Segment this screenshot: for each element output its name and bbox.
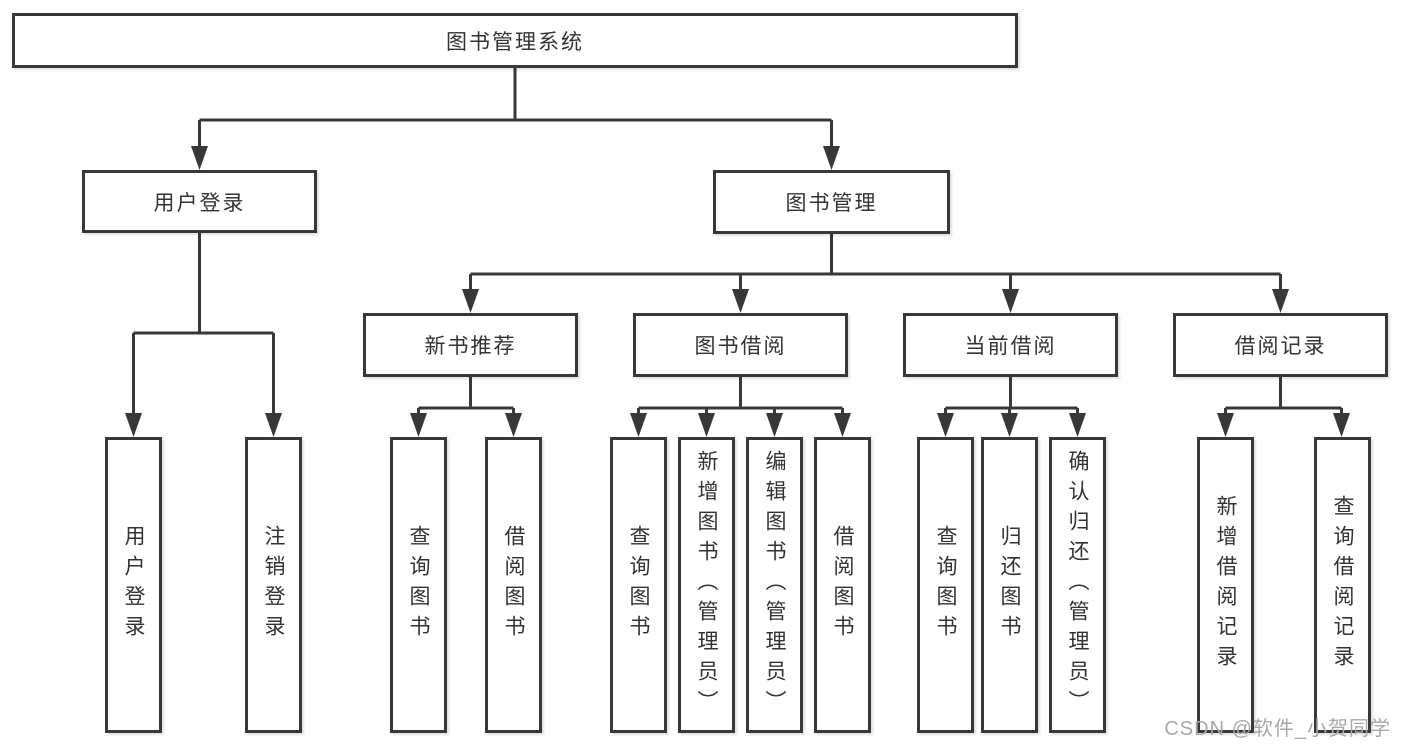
leaf-borrow-book-label: 借阅图书 bbox=[831, 525, 854, 645]
connector-user-login-to-leaves bbox=[125, 233, 282, 437]
leaf-add-borrow-record: 新增借阅记录 bbox=[1197, 437, 1254, 733]
leaf-return-book: 归还图书 bbox=[981, 437, 1038, 733]
node-borrow-records: 借阅记录 bbox=[1173, 313, 1388, 377]
leaf-confirm-return-admin-label: 确认归还（管理员） bbox=[1066, 450, 1089, 720]
leaf-confirm-return-admin: 确认归还（管理员） bbox=[1049, 437, 1106, 733]
node-user-login: 用户登录 bbox=[82, 170, 317, 233]
leaf-query-borrow-record-label: 查询借阅记录 bbox=[1331, 495, 1354, 675]
leaf-query-book-borrow-label: 查询图书 bbox=[627, 525, 650, 645]
leaf-borrow-book-recommend: 借阅图书 bbox=[485, 437, 542, 733]
leaf-borrow-book-recommend-label: 借阅图书 bbox=[502, 525, 525, 645]
connector-bor-records-to-leaves bbox=[1217, 377, 1350, 437]
node-book-management: 图书管理 bbox=[713, 170, 950, 234]
leaf-logout-login-label: 注销登录 bbox=[262, 525, 285, 645]
leaf-query-book-recommend: 查询图书 bbox=[390, 437, 447, 733]
leaf-query-borrow-record: 查询借阅记录 bbox=[1314, 437, 1371, 733]
node-book-borrow: 图书借阅 bbox=[633, 313, 848, 377]
node-library-system-label: 图书管理系统 bbox=[446, 30, 584, 54]
leaf-return-book-label: 归还图书 bbox=[998, 525, 1021, 645]
leaf-borrow-book: 借阅图书 bbox=[814, 437, 871, 733]
leaf-user-login: 用户登录 bbox=[105, 437, 162, 733]
node-user-login-label: 用户登录 bbox=[153, 191, 246, 215]
leaf-query-book-current-label: 查询图书 bbox=[934, 525, 957, 645]
leaf-query-book-recommend-label: 查询图书 bbox=[407, 525, 430, 645]
leaf-query-book-borrow: 查询图书 bbox=[610, 437, 667, 733]
leaf-edit-book-admin-label: 编辑图书（管理员） bbox=[763, 450, 786, 720]
csdn-watermark: CSDN @软件_小贺同学 bbox=[1164, 718, 1391, 740]
node-book-borrow-label: 图书借阅 bbox=[694, 335, 787, 358]
leaf-logout-login: 注销登录 bbox=[245, 437, 302, 733]
leaf-query-book-current: 查询图书 bbox=[917, 437, 974, 733]
node-current-borrow: 当前借阅 bbox=[903, 313, 1118, 377]
connector-root-to-level2 bbox=[191, 68, 840, 170]
leaf-add-book-admin-label: 新增图书（管理员） bbox=[695, 450, 718, 720]
leaf-add-borrow-record-label: 新增借阅记录 bbox=[1214, 495, 1237, 675]
node-new-book-recommend: 新书推荐 bbox=[363, 313, 578, 377]
node-borrow-records-label: 借阅记录 bbox=[1234, 335, 1327, 358]
connector-book-mgmt-to-level3 bbox=[462, 234, 1289, 313]
leaf-add-book-admin: 新增图书（管理员） bbox=[678, 437, 735, 733]
node-book-management-label: 图书管理 bbox=[785, 192, 878, 215]
connector-cur-borrow-to-leaves bbox=[937, 377, 1086, 437]
leaf-user-login-label: 用户登录 bbox=[122, 525, 145, 645]
node-new-book-recommend-label: 新书推荐 bbox=[424, 335, 517, 358]
connector-new-rec-to-leaves bbox=[410, 377, 522, 437]
node-current-borrow-label: 当前借阅 bbox=[964, 335, 1057, 358]
leaf-edit-book-admin: 编辑图书（管理员） bbox=[746, 437, 803, 733]
node-library-system: 图书管理系统 bbox=[12, 13, 1018, 68]
connector-book-borrow-to-leaves bbox=[630, 377, 851, 437]
